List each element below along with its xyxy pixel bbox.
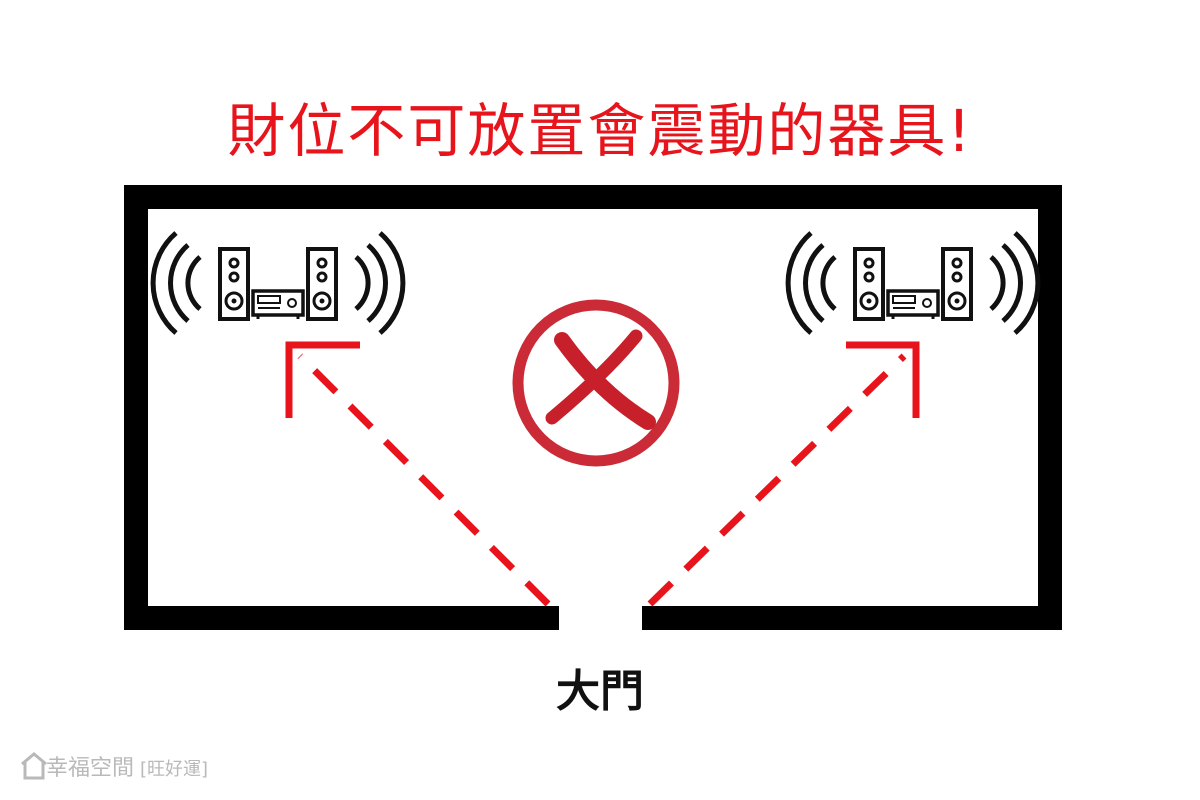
watermark: 幸福空間[旺好運] xyxy=(16,754,208,785)
arrow-to-left-corner xyxy=(285,341,551,607)
page-title: 財位不可放置會震動的器具! xyxy=(227,97,973,165)
forbidden-x-icon xyxy=(512,299,680,467)
door-label: 大門 xyxy=(556,666,644,717)
watermark-tag: [旺好運] xyxy=(140,759,209,780)
arrow-to-right-corner xyxy=(647,341,920,607)
room-walls xyxy=(124,185,1062,630)
stereo-right-icon xyxy=(788,233,1038,333)
watermark-brand: 幸福空間 xyxy=(46,756,135,781)
stereo-left-icon xyxy=(153,233,403,333)
house-logo-icon xyxy=(21,752,47,780)
